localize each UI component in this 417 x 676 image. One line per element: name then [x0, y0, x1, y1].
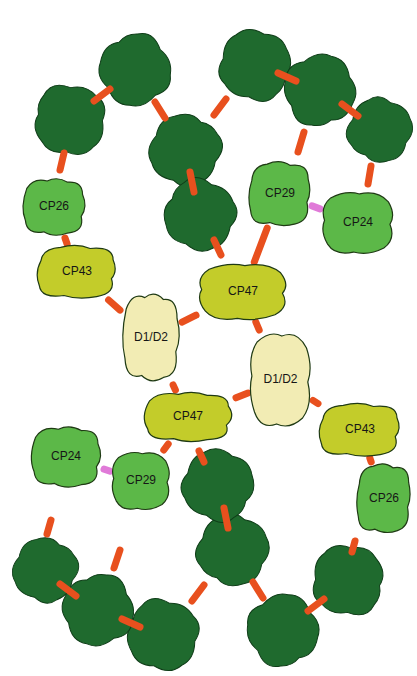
linker-bar — [47, 520, 51, 534]
subunit-label: CP47 — [173, 410, 203, 423]
lhcii-blob — [236, 583, 329, 676]
linker-bar — [313, 400, 318, 403]
lhcii-blob — [338, 88, 417, 172]
subunit-label: CP24 — [343, 216, 373, 229]
protein-subunit: CP29 — [110, 450, 172, 512]
linker-bar — [173, 385, 175, 390]
linker-bar — [236, 393, 248, 398]
subunit-label: CP24 — [51, 450, 81, 463]
protein-subunit: D1/D2 — [248, 330, 313, 430]
protein-subunit: CP24 — [28, 424, 104, 490]
subunit-label: D1/D2 — [263, 373, 297, 386]
linker-bar — [192, 585, 204, 601]
linker-bar — [278, 73, 296, 81]
protein-subunit: CP43 — [36, 244, 118, 300]
linker-bar — [224, 508, 228, 528]
subunit-label: CP43 — [62, 265, 92, 278]
protein-subunit: CP26 — [20, 176, 88, 238]
linker-bar — [352, 541, 355, 552]
linker-bar — [214, 99, 226, 115]
subunit-shape — [323, 193, 393, 254]
linker-bar — [94, 89, 110, 101]
lhcii-blob — [89, 24, 182, 117]
lhcii-blob — [154, 168, 247, 261]
protein-subunit: D1/D2 — [120, 290, 182, 385]
linker-bar — [155, 102, 165, 118]
linker-bar — [60, 584, 76, 596]
subunit-label: D1/D2 — [134, 331, 168, 344]
lhcii-blob — [308, 541, 387, 620]
linker-bar — [190, 172, 194, 192]
linker-bar — [254, 228, 267, 262]
protein-subunit: CP24 — [320, 190, 396, 256]
subunit-shape — [112, 452, 169, 509]
lhcii-blob — [3, 528, 87, 612]
linker-bar — [368, 166, 371, 184]
linker-bar — [104, 469, 110, 471]
protein-subunit: CP26 — [356, 462, 412, 535]
linker-bar — [65, 238, 67, 244]
subunit-label: CP47 — [228, 285, 258, 298]
linker-bar — [199, 451, 204, 462]
subunit-label: CP26 — [369, 492, 399, 505]
protein-subunit: CP29 — [248, 160, 312, 228]
subunit-shape — [249, 162, 310, 226]
linker-bar — [312, 206, 320, 209]
linker-bar — [60, 153, 64, 170]
linker-bar — [214, 240, 221, 255]
subunit-shape — [319, 403, 399, 456]
linker-bar — [109, 300, 120, 310]
linker-bar — [253, 582, 263, 598]
lhcii-blob — [171, 438, 264, 531]
subunit-label: CP29 — [126, 474, 156, 487]
subunit-shape — [37, 245, 115, 298]
linker-bar — [122, 619, 140, 627]
lhcii-trimer-group — [3, 21, 417, 676]
subunit-shape — [200, 264, 286, 319]
linker-bar — [164, 444, 168, 450]
linker-bar — [256, 322, 259, 330]
subunit-label: CP29 — [265, 187, 295, 200]
lhcii-blob — [276, 46, 363, 133]
linker-bar — [342, 104, 358, 116]
subunit-label: CP43 — [345, 423, 375, 436]
linker-bar — [182, 315, 196, 322]
linker-bars — [47, 73, 371, 627]
subunit-label: CP26 — [39, 200, 69, 213]
subunit-shape — [31, 427, 100, 487]
linker-bar — [370, 458, 371, 462]
protein-subunit: CP47 — [140, 390, 236, 444]
linker-bar — [114, 550, 120, 568]
lhcii-blob — [31, 80, 110, 159]
subunit-shape — [23, 179, 85, 235]
subunit-shape — [357, 464, 410, 533]
protein-subunit: CP43 — [318, 402, 402, 458]
subunit-shape — [144, 392, 231, 441]
subunit-shape — [123, 294, 179, 381]
linker-bar — [298, 132, 304, 152]
protein-subunit: CP47 — [196, 262, 290, 322]
linker-bar — [308, 599, 324, 611]
subunit-shape — [250, 334, 310, 426]
